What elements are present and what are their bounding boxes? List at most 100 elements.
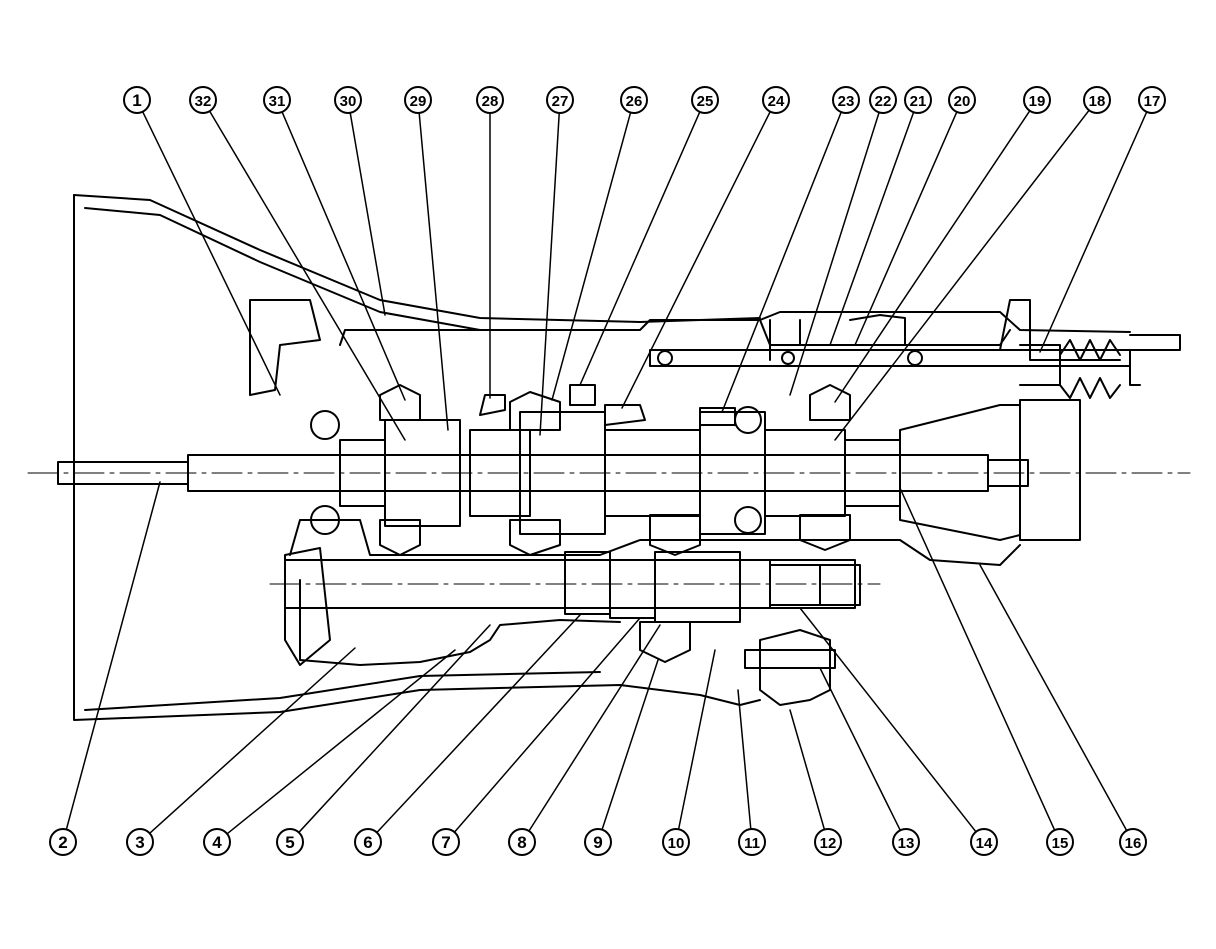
callout-27: 27 (546, 86, 574, 114)
synchro-3-upper (809, 384, 851, 421)
callout-circle (892, 828, 920, 856)
callout-13: 13 (892, 828, 920, 856)
callout-5: 5 (276, 828, 304, 856)
leader-line-2 (65, 481, 161, 831)
callout-circle (814, 828, 842, 856)
callout-circle (904, 86, 932, 114)
fork-2 (569, 384, 596, 406)
callout-label: 23 (838, 93, 855, 110)
callout-label: 30 (340, 93, 357, 110)
main-case-top (339, 311, 1131, 346)
callout-10: 10 (662, 828, 690, 856)
synchro-1-upper (379, 384, 421, 421)
reverse-housing (759, 629, 831, 706)
leader-line-12 (789, 709, 826, 831)
callout-label: 27 (552, 93, 569, 110)
callout-circle (584, 828, 612, 856)
leader-line-5 (298, 624, 491, 834)
callout-circle (546, 86, 574, 114)
callout-28: 28 (476, 86, 504, 114)
fork-4 (699, 407, 736, 426)
callout-32: 32 (189, 86, 217, 114)
leader-line-11 (737, 689, 752, 830)
callout-24: 24 (762, 86, 790, 114)
counter-gear-f (819, 564, 861, 606)
callout-label: 32 (195, 93, 212, 110)
bellhousing-flange-lower (284, 547, 331, 666)
leader-line-24 (621, 110, 771, 409)
callout-label: 13 (898, 835, 915, 852)
callout-label: 8 (517, 833, 526, 852)
main-shaft-rear (987, 459, 1029, 487)
callout-circle (691, 86, 719, 114)
callout-20: 20 (948, 86, 976, 114)
callout-31: 31 (263, 86, 291, 114)
callout-circle (49, 828, 77, 856)
callout-circle (832, 86, 860, 114)
callout-circle (404, 86, 432, 114)
callout-7: 7 (432, 828, 460, 856)
callout-17: 17 (1138, 86, 1166, 114)
callout-label: 24 (768, 93, 785, 110)
leader-line-25 (579, 111, 701, 386)
callout-circle (1083, 86, 1111, 114)
callout-circle (508, 828, 536, 856)
callout-circle (1046, 828, 1074, 856)
callout-12: 12 (814, 828, 842, 856)
callout-4: 4 (203, 828, 231, 856)
gear-b (384, 419, 461, 527)
callout-26: 26 (620, 86, 648, 114)
rear-seal (1019, 344, 1061, 386)
callout-label: 25 (697, 93, 714, 110)
transmission-drawing (27, 194, 1191, 721)
counter-gear-b (609, 559, 656, 619)
leader-line-14 (799, 607, 977, 833)
bellhousing-upper-contour (73, 194, 761, 323)
callout-circle (189, 86, 217, 114)
callout-15: 15 (1046, 828, 1074, 856)
callout-circle (334, 86, 362, 114)
callout-circle (354, 828, 382, 856)
fork-3 (604, 404, 646, 426)
center-bearing-lower (734, 506, 762, 534)
callout-circle (948, 86, 976, 114)
counter-gear-a (564, 551, 611, 615)
counter-gear-c (654, 551, 741, 623)
callout-8: 8 (508, 828, 536, 856)
leader-line-22 (789, 111, 880, 396)
callout-label: 26 (626, 93, 643, 110)
callout-label: 2 (58, 833, 67, 852)
callout-29: 29 (404, 86, 432, 114)
callout-label: 14 (976, 835, 993, 852)
front-bearing-upper (310, 410, 340, 440)
leader-line-10 (677, 649, 716, 831)
callout-circle (203, 828, 231, 856)
leader-line-19 (834, 110, 1031, 403)
callout-18: 18 (1083, 86, 1111, 114)
leader-line-1 (141, 110, 281, 396)
callout-circle (762, 86, 790, 114)
leader-line-17 (1039, 111, 1148, 353)
callout-circle (123, 86, 151, 114)
leader-line-23 (721, 111, 842, 413)
callout-circle (738, 828, 766, 856)
leader-line-7 (453, 617, 641, 833)
shift-bolt-b (781, 351, 795, 365)
counter-synchro (639, 621, 691, 663)
callout-3: 3 (126, 828, 154, 856)
case-bottom (289, 519, 1021, 566)
callout-11: 11 (738, 828, 766, 856)
synchro-3-lower (649, 514, 701, 556)
callout-label: 28 (482, 93, 499, 110)
callout-30: 30 (334, 86, 362, 114)
leader-line-8 (528, 624, 661, 832)
callout-label: 22 (875, 93, 892, 110)
synchro-2-lower (509, 519, 561, 556)
leader-line-16 (979, 564, 1128, 832)
callout-label: 4 (212, 833, 222, 852)
callout-label: 20 (954, 93, 971, 110)
rear-boot (1059, 339, 1121, 361)
case-lower-rib (299, 579, 621, 666)
callout-22: 22 (869, 86, 897, 114)
